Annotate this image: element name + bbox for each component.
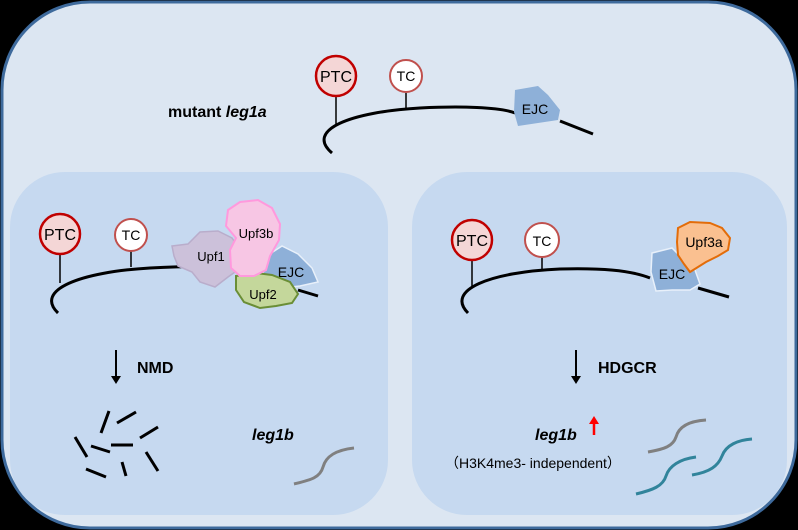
degraded-mrna-fragments xyxy=(73,410,160,479)
left-ejc-label: EJC xyxy=(278,264,304,280)
fragment xyxy=(99,410,111,434)
nmd-arrow-head xyxy=(111,376,121,384)
hdgcr-label: HDGCR xyxy=(598,360,657,377)
upf3b-shape xyxy=(224,198,282,277)
upf3a-label: Upf3a xyxy=(685,234,723,250)
fragment xyxy=(85,467,107,479)
fragment xyxy=(90,444,111,454)
top-mrna-tail xyxy=(559,119,594,136)
right-ptc-label: PTC xyxy=(456,233,488,250)
top-ejc-label: EJC xyxy=(522,101,548,117)
right-tc-circle xyxy=(524,222,560,258)
upf1-shape xyxy=(171,230,241,288)
top-mrna-line xyxy=(322,105,516,155)
upf2-shape xyxy=(235,271,300,310)
right-gene-label: leg1b xyxy=(535,427,577,444)
top-ptc-label: PTC xyxy=(320,69,352,86)
right-mrna-line xyxy=(460,267,651,315)
right-transcript: PTC TC EJC Upf3a xyxy=(450,218,732,315)
upf2-label: Upf2 xyxy=(249,287,276,302)
top-label-gene: leg1a xyxy=(226,104,267,121)
nmd-step: NMD xyxy=(111,350,173,384)
top-label-prefix: mutant xyxy=(168,104,226,121)
nmd-label: NMD xyxy=(137,360,173,377)
fragment xyxy=(144,451,160,472)
top-transcript: mutant leg1a PTC TC EJC xyxy=(168,54,594,155)
left-transcript: PTC TC EJC Upf1 Upf2 Upf3b xyxy=(38,198,320,315)
fragment xyxy=(116,410,137,425)
left-tc-label: TC xyxy=(122,227,141,243)
top-tc-circle xyxy=(389,59,423,93)
right-tc-label: TC xyxy=(533,233,552,249)
fragment xyxy=(120,461,128,477)
left-tc-circle xyxy=(114,218,148,252)
left-gene-label: leg1b xyxy=(252,427,294,444)
left-leg1b-mrna xyxy=(293,446,355,486)
left-ptc-label: PTC xyxy=(44,227,76,244)
right-leg1b-mrna-teal-1 xyxy=(635,455,697,496)
upf1-label: Upf1 xyxy=(197,249,224,264)
fragment xyxy=(73,436,89,458)
hdgcr-step: HDGCR xyxy=(571,350,657,384)
top-ptc-circle xyxy=(314,54,358,98)
upf3a-shape xyxy=(675,220,732,274)
hdgcr-arrow-head xyxy=(571,376,581,384)
upregulation-arrow-icon xyxy=(589,416,599,435)
right-mrna-tail xyxy=(697,286,730,299)
right-ptc-circle xyxy=(450,218,494,262)
right-ejc-label: EJC xyxy=(659,266,685,282)
upf3b-label: Upf3b xyxy=(239,226,274,241)
left-ptc-circle xyxy=(38,212,82,256)
top-label: mutant leg1a xyxy=(168,104,267,121)
right-leg1b-mrna-teal-2 xyxy=(691,437,753,477)
fragment xyxy=(139,425,159,440)
top-tc-label: TC xyxy=(397,68,416,84)
h3k4me3-note: （H3K4me3- independent） xyxy=(445,455,621,471)
top-ejc-shape xyxy=(514,86,560,126)
right-leg1b-mrna-gray xyxy=(647,418,707,454)
left-mrna-tail xyxy=(297,288,319,298)
